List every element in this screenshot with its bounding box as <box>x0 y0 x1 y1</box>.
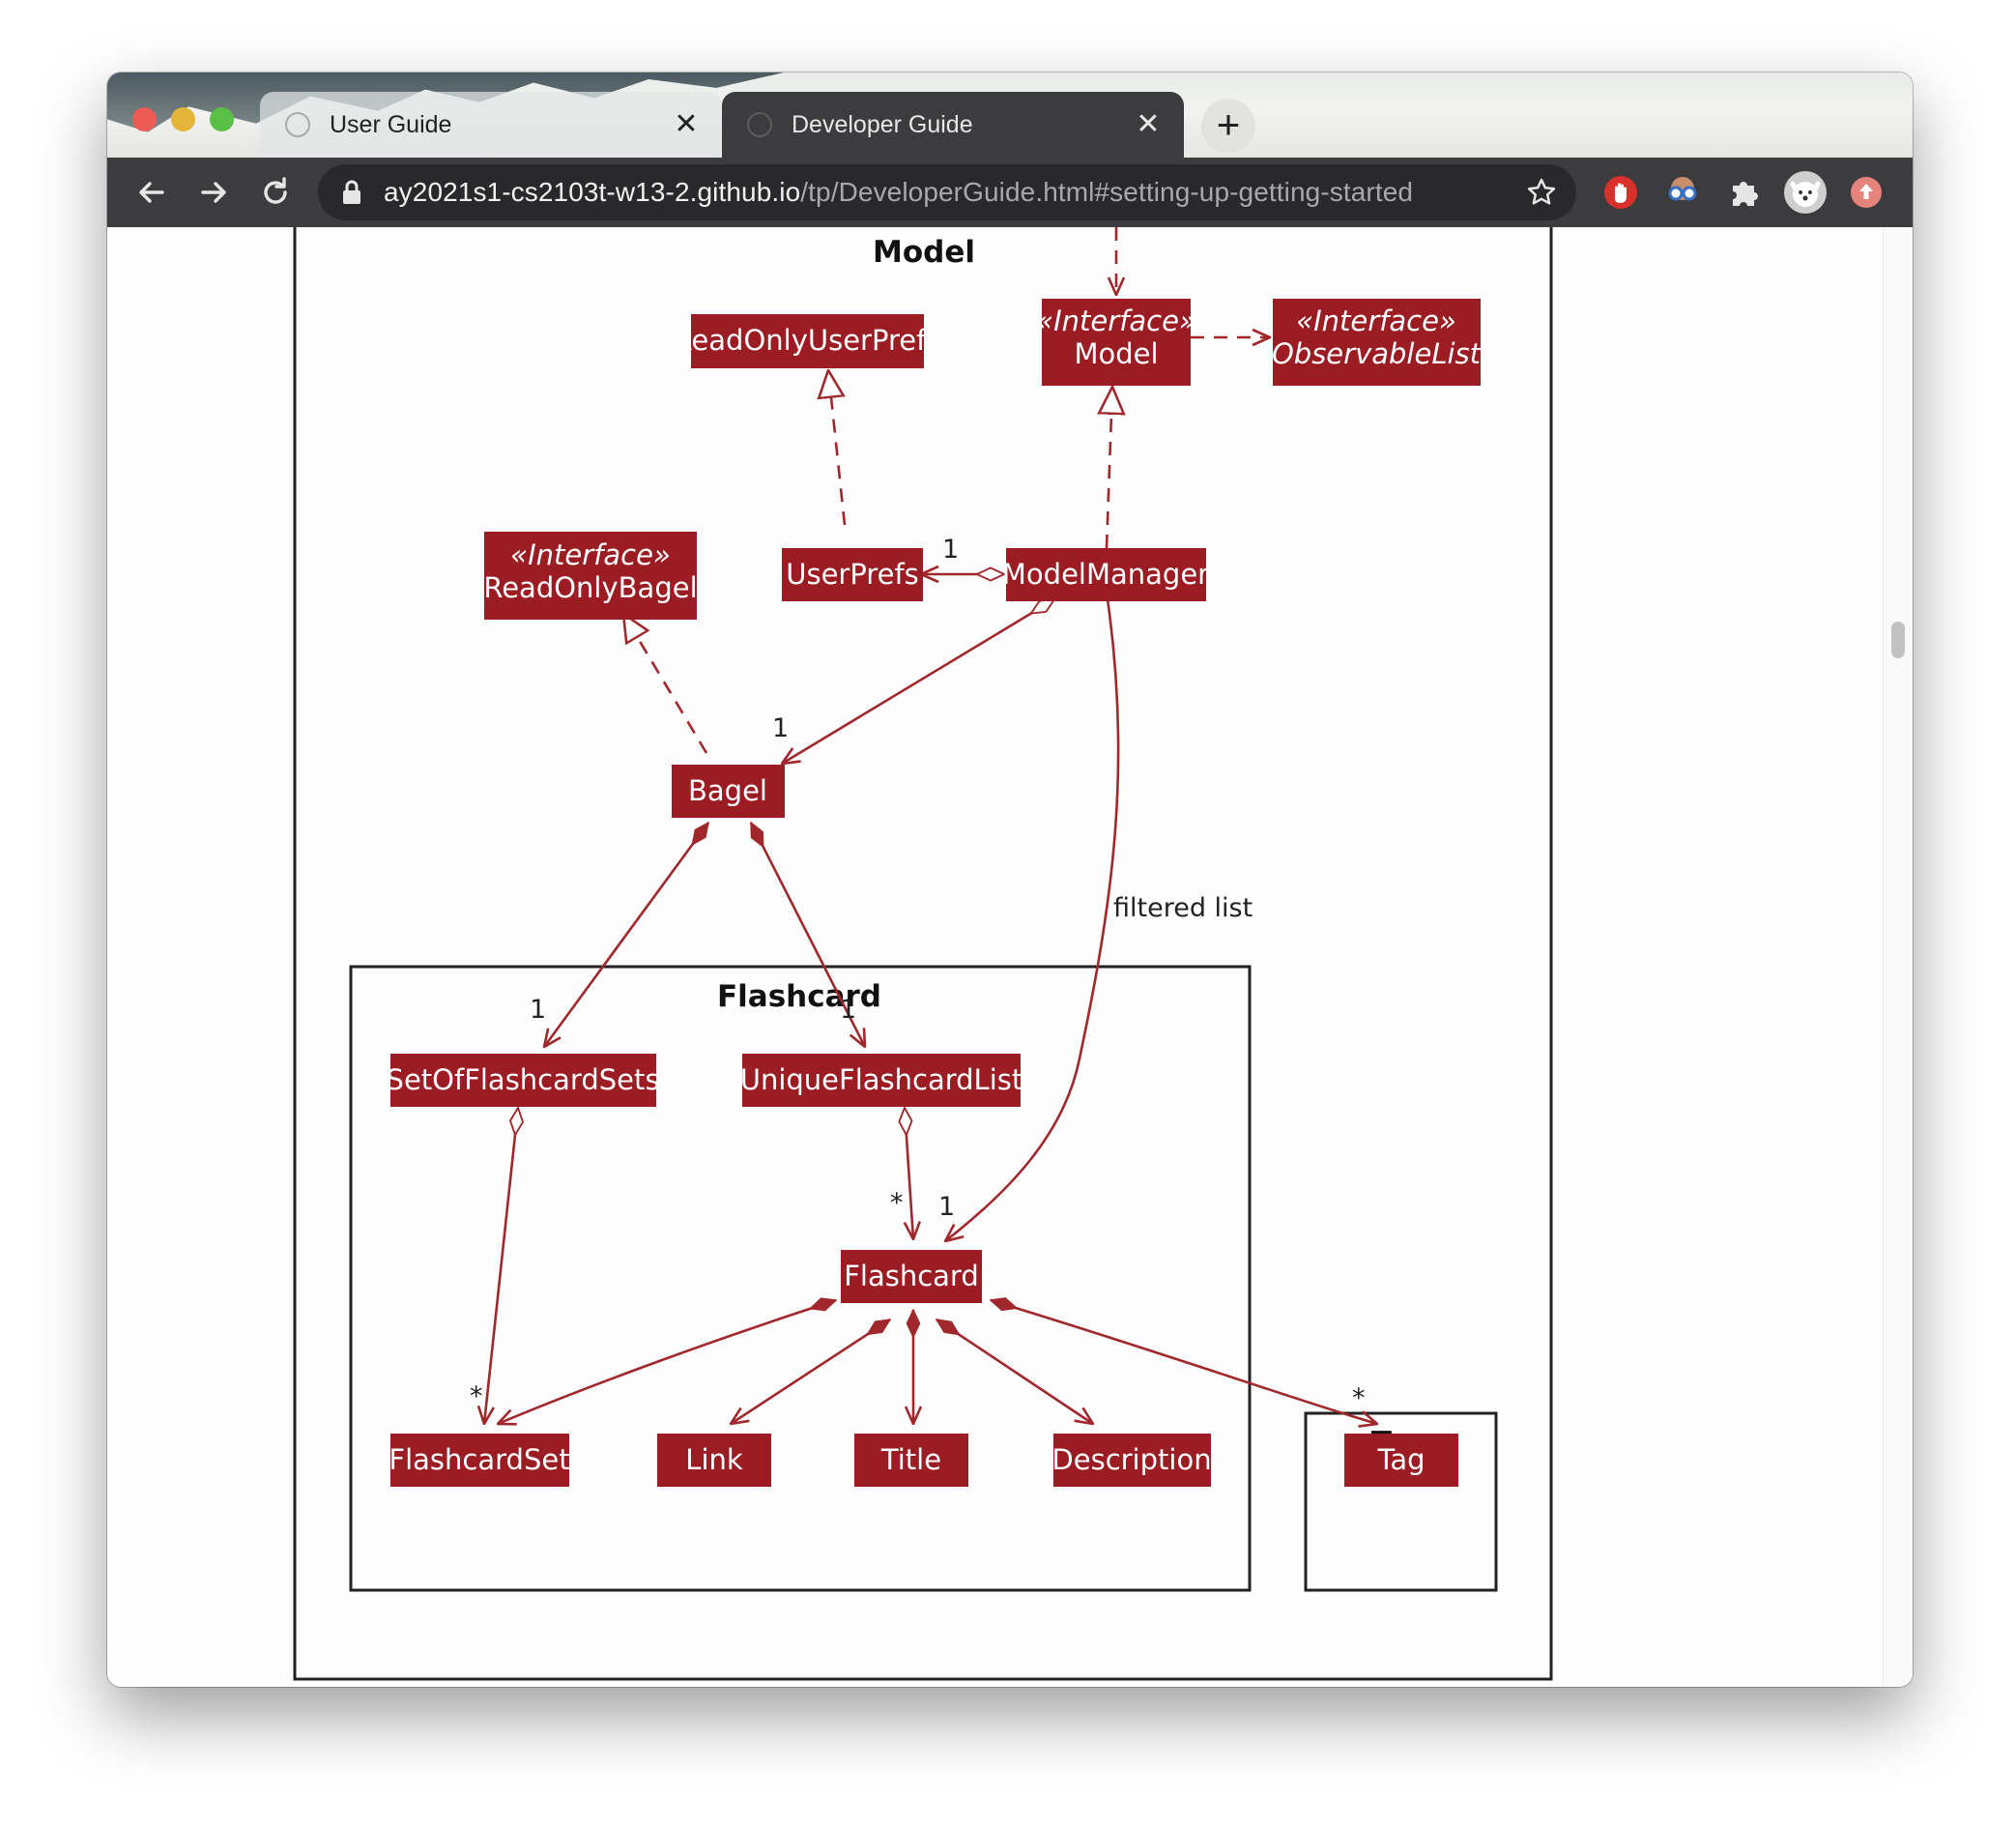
class-observable-list-interface: «Interface» ObservableList <box>1272 299 1483 386</box>
tab-developer-guide[interactable]: Developer Guide ✕ <box>722 92 1184 158</box>
filtered-list-label: filtered list <box>1113 893 1253 923</box>
multiplicity-bagel: 1 <box>772 713 789 743</box>
reload-icon <box>264 177 287 204</box>
class-user-prefs: UserPrefs <box>782 548 923 601</box>
realization-userprefs <box>828 370 847 526</box>
aggregation-list-flashcard <box>905 1108 913 1239</box>
filtered-list-association <box>945 598 1120 1241</box>
class-label: FlashcardSet <box>389 1443 569 1476</box>
goggles-extension-icon[interactable] <box>1663 173 1702 212</box>
composition-flashcard-tag <box>991 1300 1377 1424</box>
multiplicity-flashcard-from-list: * <box>890 1188 904 1218</box>
class-label: SetOfFlashcardSets <box>387 1063 660 1096</box>
composition-flashcard-description <box>936 1318 1093 1424</box>
class-label: Flashcard <box>844 1260 979 1292</box>
tab-title: User Guide <box>330 110 452 138</box>
globe-icon <box>747 112 772 137</box>
tab-strip: User Guide ✕ Developer Guide ✕ + <box>107 72 1913 158</box>
tab-title: Developer Guide <box>792 110 973 138</box>
class-link: Link <box>657 1434 771 1487</box>
stereotype-label: «Interface» <box>510 538 671 571</box>
stereotype-label: «Interface» <box>1036 304 1196 337</box>
composition-bagel-setofflashcardsets <box>544 823 710 1047</box>
tab-user-guide[interactable]: User Guide ✕ <box>260 92 722 158</box>
new-tab-button[interactable]: + <box>1201 99 1255 153</box>
package-tag <box>1304 1411 1498 1592</box>
package-flashcard-label: Flashcard <box>717 979 881 1014</box>
composition-bagel-uniqueflashcardlist <box>749 823 865 1047</box>
multiplicity-set-of-flashcard-sets: 1 <box>530 995 546 1025</box>
close-icon[interactable]: ✕ <box>674 108 699 140</box>
back-button[interactable] <box>127 167 177 218</box>
class-label: ModelManager <box>1002 558 1209 591</box>
multiplicity-userprefs: 1 <box>942 535 959 565</box>
class-title: Title <box>854 1434 968 1487</box>
close-window-button[interactable] <box>132 107 157 131</box>
class-read-only-bagel-interface: «Interface» ReadOnlyBagel <box>483 532 698 620</box>
aggregation-modelmanager-bagel <box>782 599 1054 764</box>
lock-icon <box>343 180 360 204</box>
globe-icon <box>285 112 310 137</box>
scrollbar-thumb[interactable] <box>1891 622 1905 658</box>
profile-avatar[interactable] <box>1783 170 1828 215</box>
zoom-window-button[interactable] <box>210 107 234 131</box>
star-icon[interactable] <box>1526 177 1557 208</box>
multiplicity-flashcard-from-manager: 1 <box>938 1192 955 1222</box>
class-label: Tag <box>1376 1443 1425 1476</box>
arrow-left-icon <box>139 182 164 203</box>
multiplicity-flashcardset: * <box>470 1381 483 1411</box>
composition-flashcard-link <box>731 1318 890 1424</box>
url-text: ay2021s1-cs2103t-w13-2.github.io/tp/Deve… <box>384 177 1526 208</box>
class-label: Bagel <box>688 774 767 807</box>
url-host: ay2021s1-cs2103t-w13-2.github.io <box>384 177 801 207</box>
page-content: Model Flashcard Tag <box>107 227 1913 1687</box>
class-bagel: Bagel <box>672 765 785 818</box>
realization-modelmanager <box>1107 387 1112 549</box>
multiplicity-tag: * <box>1352 1383 1366 1413</box>
address-bar[interactable]: ay2021s1-cs2103t-w13-2.github.io/tp/Deve… <box>318 164 1576 220</box>
aggregation-sets-flashcardset <box>484 1108 518 1424</box>
forward-button[interactable] <box>188 167 239 218</box>
class-tag: Tag <box>1344 1434 1458 1487</box>
stereotype-label: «Interface» <box>1296 304 1456 337</box>
class-flashcard-set: FlashcardSet <box>389 1434 570 1487</box>
multiplicity-unique-flashcard-list: 1 <box>840 995 856 1025</box>
model-class-diagram: Model Flashcard Tag <box>293 227 1553 1681</box>
package-model-label: Model <box>873 235 975 270</box>
class-read-only-user-prefs: ReadOnlyUserPrefs <box>674 314 941 368</box>
class-model-manager: ModelManager <box>1002 548 1209 601</box>
class-label: ReadOnlyBagel <box>483 571 697 604</box>
class-label: Description <box>1051 1443 1211 1476</box>
vertical-scrollbar[interactable] <box>1883 227 1913 1687</box>
class-model-interface: «Interface» Model <box>1036 299 1196 386</box>
browser-toolbar: ay2021s1-cs2103t-w13-2.github.io/tp/Deve… <box>107 158 1913 227</box>
class-unique-flashcard-list: UniqueFlashcardList <box>740 1054 1023 1107</box>
realization-bagel <box>623 614 708 754</box>
arrow-right-icon <box>201 182 226 203</box>
minimize-window-button[interactable] <box>171 107 195 131</box>
class-label: UniqueFlashcardList <box>740 1063 1023 1096</box>
class-flashcard: Flashcard <box>841 1250 982 1303</box>
reload-button[interactable] <box>250 167 301 218</box>
browser-window: User Guide ✕ Developer Guide ✕ + ay2021s… <box>107 72 1913 1687</box>
class-description: Description <box>1051 1434 1212 1487</box>
close-icon[interactable]: ✕ <box>1136 108 1161 140</box>
url-path: /tp/DeveloperGuide.html#setting-up-getti… <box>800 177 1414 207</box>
puzzle-extensions-icon[interactable] <box>1725 173 1764 212</box>
class-label: Title <box>880 1443 941 1476</box>
package-model <box>293 227 1553 1681</box>
class-label: ObservableList <box>1272 337 1483 370</box>
update-arrow-icon[interactable] <box>1847 173 1886 212</box>
composition-flashcard-flashcardset <box>498 1300 836 1424</box>
class-label: UserPrefs <box>786 558 919 591</box>
adblock-hand-icon[interactable] <box>1601 173 1640 212</box>
class-set-of-flashcard-sets: SetOfFlashcardSets <box>387 1054 660 1107</box>
class-label: Link <box>685 1443 743 1476</box>
class-label: Model <box>1074 337 1158 370</box>
class-label: ReadOnlyUserPrefs <box>674 324 941 357</box>
